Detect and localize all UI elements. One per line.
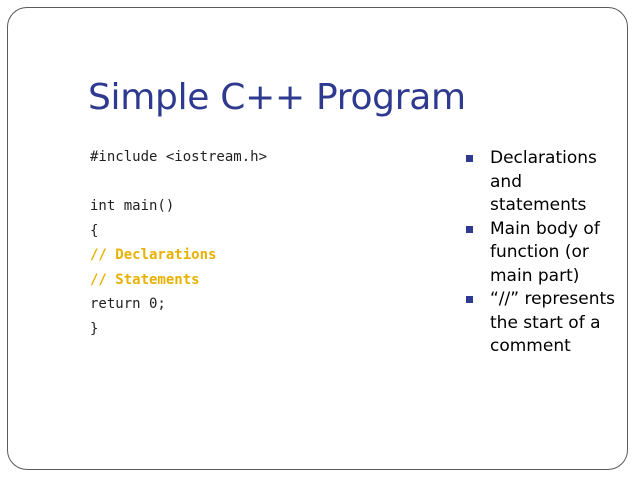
code-line-close-brace: } [90,320,99,337]
bullet-text: “//” represents the start of a comment [490,289,616,356]
bullet-item: “//” represents the start of a comment [466,288,616,359]
code-line-open-brace: { [90,222,99,239]
code-line-include: #include <iostream.h> [90,149,268,165]
bullet-list: Declarations and statements Main body of… [466,147,616,359]
square-bullet-icon [466,155,473,162]
slide-title: Simple C++ Program [88,77,466,118]
code-line-blank [90,170,420,195]
code-block: #include <iostream.h> int main() { // De… [90,145,420,341]
square-bullet-icon [466,296,473,303]
code-line-main: int main() [90,198,175,214]
bullet-item: Main body of function (or main part) [466,218,616,289]
code-comment-declarations: // Declarations [90,247,217,263]
square-bullet-icon [466,225,473,233]
code-line-return: return 0; [90,296,166,312]
bullet-text: Declarations and statements [490,148,597,215]
slide-frame [7,7,628,470]
bullet-text: Main body of function (or main part) [490,218,600,286]
bullet-item: Declarations and statements [466,147,616,218]
code-comment-statements: // Statements [90,271,200,288]
